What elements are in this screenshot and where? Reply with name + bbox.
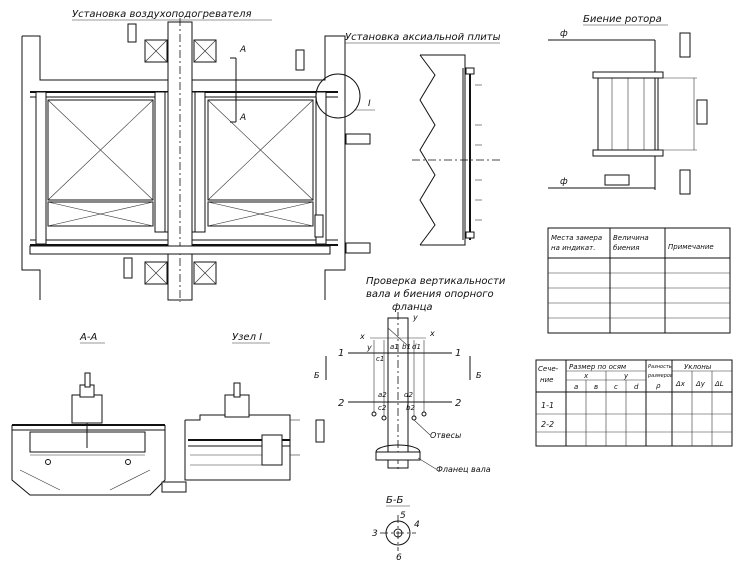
runout-h2-l2: биения [613, 244, 640, 252]
plumb-label: Отвесы [430, 431, 461, 440]
slope-h-diff-l3: ρ [656, 382, 661, 390]
slope-h-section-l1: Сече- [538, 365, 559, 373]
air-heater-title: Установка воздухоподогревателя [72, 9, 252, 20]
slope-h-dy: Δy [695, 380, 706, 388]
node-i-view: Узел I [161, 332, 325, 493]
slope-h-diff-l1: Разность [648, 364, 672, 370]
runout-table: Места замера на индикат. Величина биения… [547, 227, 731, 334]
sec1-left: 1 [338, 348, 344, 359]
cut-b-left: Б [314, 371, 320, 380]
bb-label-5: 5 [400, 511, 406, 521]
pt-b1: b1 [402, 343, 411, 351]
pt-a1: a1 [390, 343, 399, 351]
rotor-runout-title: Биение ротора [583, 14, 662, 25]
slope-row-1: 1-1 [541, 401, 554, 410]
slope-h-c: с [614, 383, 618, 391]
slope-h-size: Размер по осям [569, 363, 627, 371]
slope-h-slopes: Уклоны [684, 363, 712, 371]
bb-label-6: 6 [396, 553, 402, 563]
vertical-title-l3: фланца [392, 302, 433, 313]
sec2-right: 2 [455, 398, 461, 409]
axis-x-left: x [359, 332, 365, 341]
node-marker: I [368, 99, 371, 109]
rotor-runout-view: Биение ротора ф ф [548, 14, 708, 195]
pt-a2: a2 [378, 391, 387, 399]
pt-c1: c1 [376, 355, 384, 363]
pt-d1: d1 [412, 343, 421, 351]
axis-x-right: x [429, 329, 435, 338]
slope-h-b: в [594, 383, 598, 391]
slope-h-d: d [634, 383, 639, 391]
runout-h1-l1: Места замера [551, 234, 602, 242]
bb-label-3: 3 [372, 529, 378, 539]
cut-a-top: А [239, 45, 246, 55]
runout-h2-l1: Величина [613, 234, 649, 242]
air-heater-view: Установка воздухоподогревателя [21, 9, 375, 302]
axis-y-top: y [412, 313, 418, 322]
axial-plate-view: Установка аксиальной плиты [345, 32, 501, 246]
verticality-check-view: Проверка вертикальности вала и биения оп… [314, 276, 506, 474]
phi-bottom: ф [560, 177, 568, 187]
axis-y-left: y [366, 343, 372, 352]
pt-d2: d2 [404, 391, 413, 399]
sec2-left: 2 [338, 398, 344, 409]
slope-h-dl: ΔL [714, 380, 724, 388]
phi-top: ф [560, 29, 568, 39]
sec1-right: 1 [455, 348, 461, 359]
bb-label-4: 4 [414, 520, 420, 530]
vertical-title-l2: вала и биения опорного [366, 288, 494, 300]
slope-h-dx: Δx [675, 380, 686, 388]
vertical-title-l1: Проверка вертикальности [366, 276, 506, 287]
pt-b2: b2 [406, 404, 415, 412]
slope-table: Сече- ние Размер по осям x y а в с d Раз… [535, 359, 733, 447]
slope-h-a: а [574, 383, 578, 391]
cut-b-right: Б [476, 371, 482, 380]
cut-a-bottom: А [239, 113, 246, 123]
slope-h-y: y [623, 372, 629, 380]
slope-row-2: 2-2 [541, 420, 554, 429]
section-aa-view: А-А [11, 332, 166, 496]
section-bb-view: Б-Б 3 4 5 6 [372, 495, 420, 563]
runout-h3: Примечание [668, 243, 714, 251]
section-bb-title: Б-Б [386, 495, 403, 506]
slope-h-diff-l2: размеров [647, 373, 673, 379]
shaft-flange-label: Фланец вала [436, 465, 491, 474]
slope-h-section-l2: ние [540, 376, 553, 384]
runout-h1-l2: на индикат. [551, 244, 595, 252]
axial-plate-title: Установка аксиальной плиты [345, 32, 501, 43]
section-aa-title: А-А [79, 332, 97, 343]
node-i-title: Узел I [232, 332, 262, 343]
pt-c2: c2 [378, 404, 387, 412]
slope-h-x: x [583, 372, 589, 380]
